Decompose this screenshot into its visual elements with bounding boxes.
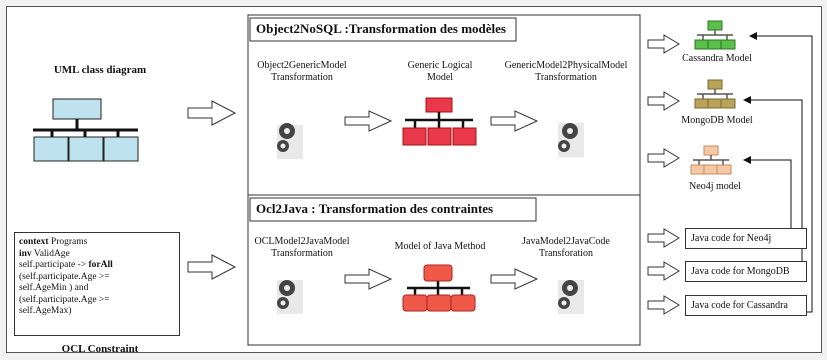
neo4j-model-label: Neo4j model (689, 181, 741, 192)
top-step2-label: Generic Logical Model (395, 60, 485, 84)
bottom-panel-title-box (249, 197, 537, 222)
top-step1-line2: Transformation (271, 72, 333, 83)
ocl-keyword: inv (19, 248, 32, 259)
bottom-step1-label: OCLModel2JavaModel Transformation (252, 236, 352, 260)
generic-model-icon (402, 97, 477, 146)
arrow-to-java-mongodb (647, 261, 680, 281)
top-step1-line1: Object2GenericModel (257, 60, 347, 71)
arrow-to-cassandra (647, 34, 680, 54)
top-step3-line2: Transformation (535, 72, 597, 83)
ocl-text: (self.participate.Age >= (19, 294, 110, 305)
arrow-to-java-neo4j (647, 228, 680, 248)
top-step3-line1: GenericModel2PhysicalModel (504, 60, 628, 71)
ocl-line: self.AgeMax) (19, 306, 175, 318)
top-panel-title-box (249, 17, 517, 42)
ocl-line: context Programs (19, 237, 175, 249)
top-step2-line1: Generic Logical (407, 60, 473, 71)
gear-icon-top-2 (558, 123, 584, 157)
ocl-text: Programs (48, 237, 88, 247)
top-step1-label: Object2GenericModel Transformation (252, 60, 352, 84)
ocl-text: (self.participate.Age >= (19, 271, 110, 282)
bottom-step1-line1: OCLModel2JavaModel (254, 236, 350, 247)
ocl-text: ValidAge (31, 248, 70, 259)
uml-title: UML class diagram (53, 64, 147, 76)
mongodb-model-label: MongoDB Model (681, 115, 753, 126)
java-code-mongodb-box: Java code for MongoDB (685, 261, 807, 282)
arrow-to-java-cassandra (647, 295, 680, 315)
arrow-to-mongodb (647, 91, 680, 111)
gear-icon-top-1 (277, 123, 303, 159)
arrow-to-neo4j (647, 148, 680, 168)
gear-icon-bottom-2 (558, 280, 584, 314)
gear-icon-bottom-1 (277, 280, 303, 314)
arrow-bottom-step2-3 (490, 268, 539, 290)
arrow-ocl-to-bottom (187, 254, 237, 280)
bottom-step2-label: Model of Java Method (394, 241, 486, 252)
ocl-line: self.AgeMin ) and (19, 283, 175, 295)
mongodb-model-icon (694, 79, 736, 109)
arrow-top-step2-3 (490, 110, 539, 132)
arrow-top-step1-2 (344, 110, 393, 132)
ocl-line: self.participate -> forAll (19, 260, 175, 272)
bottom-step1-line2: Transformation (271, 248, 333, 259)
ocl-keyword: forAll (88, 260, 113, 270)
java-code-neo4j-box: Java code for Neo4j (685, 228, 807, 249)
ocl-keyword: context (19, 237, 49, 247)
bottom-panel-title: Ocl2Java : Transformation des contrainte… (256, 201, 494, 216)
ocl-line: inv ValidAge (19, 249, 175, 261)
cassandra-model-label: Cassandra Model (682, 53, 752, 64)
java-code-cassandra-box: Java code for Cassandra (685, 295, 807, 316)
uml-class-diagram-icon (33, 98, 139, 162)
ocl-title: OCL Constraint (61, 343, 139, 355)
ocl-line: (self.participate.Age >= (19, 272, 175, 284)
ocl-line: (self.participate.Age >= (19, 295, 175, 307)
arrow-bottom-step1-2 (344, 268, 393, 290)
bottom-step3-line2: Transforation (538, 248, 594, 259)
top-step2-line2: Model (426, 72, 454, 83)
ocl-text: self.AgeMin ) and (19, 283, 89, 293)
ocl-text: self.participate -> (19, 260, 89, 270)
java-model-icon (402, 264, 476, 312)
neo4j-model-icon (690, 145, 732, 175)
ocl-text: self.AgeMax) (19, 306, 72, 316)
cassandra-model-icon (694, 20, 736, 50)
bottom-step3-label: JavaModel2JavaCode Transforation (506, 236, 626, 260)
top-panel-title: Object2NoSQL :Transformation des modèles (256, 21, 506, 36)
bottom-step3-line1: JavaModel2JavaCode (522, 236, 610, 247)
arrow-uml-to-top (187, 100, 237, 126)
top-step3-label: GenericModel2PhysicalModel Transformatio… (496, 60, 636, 84)
